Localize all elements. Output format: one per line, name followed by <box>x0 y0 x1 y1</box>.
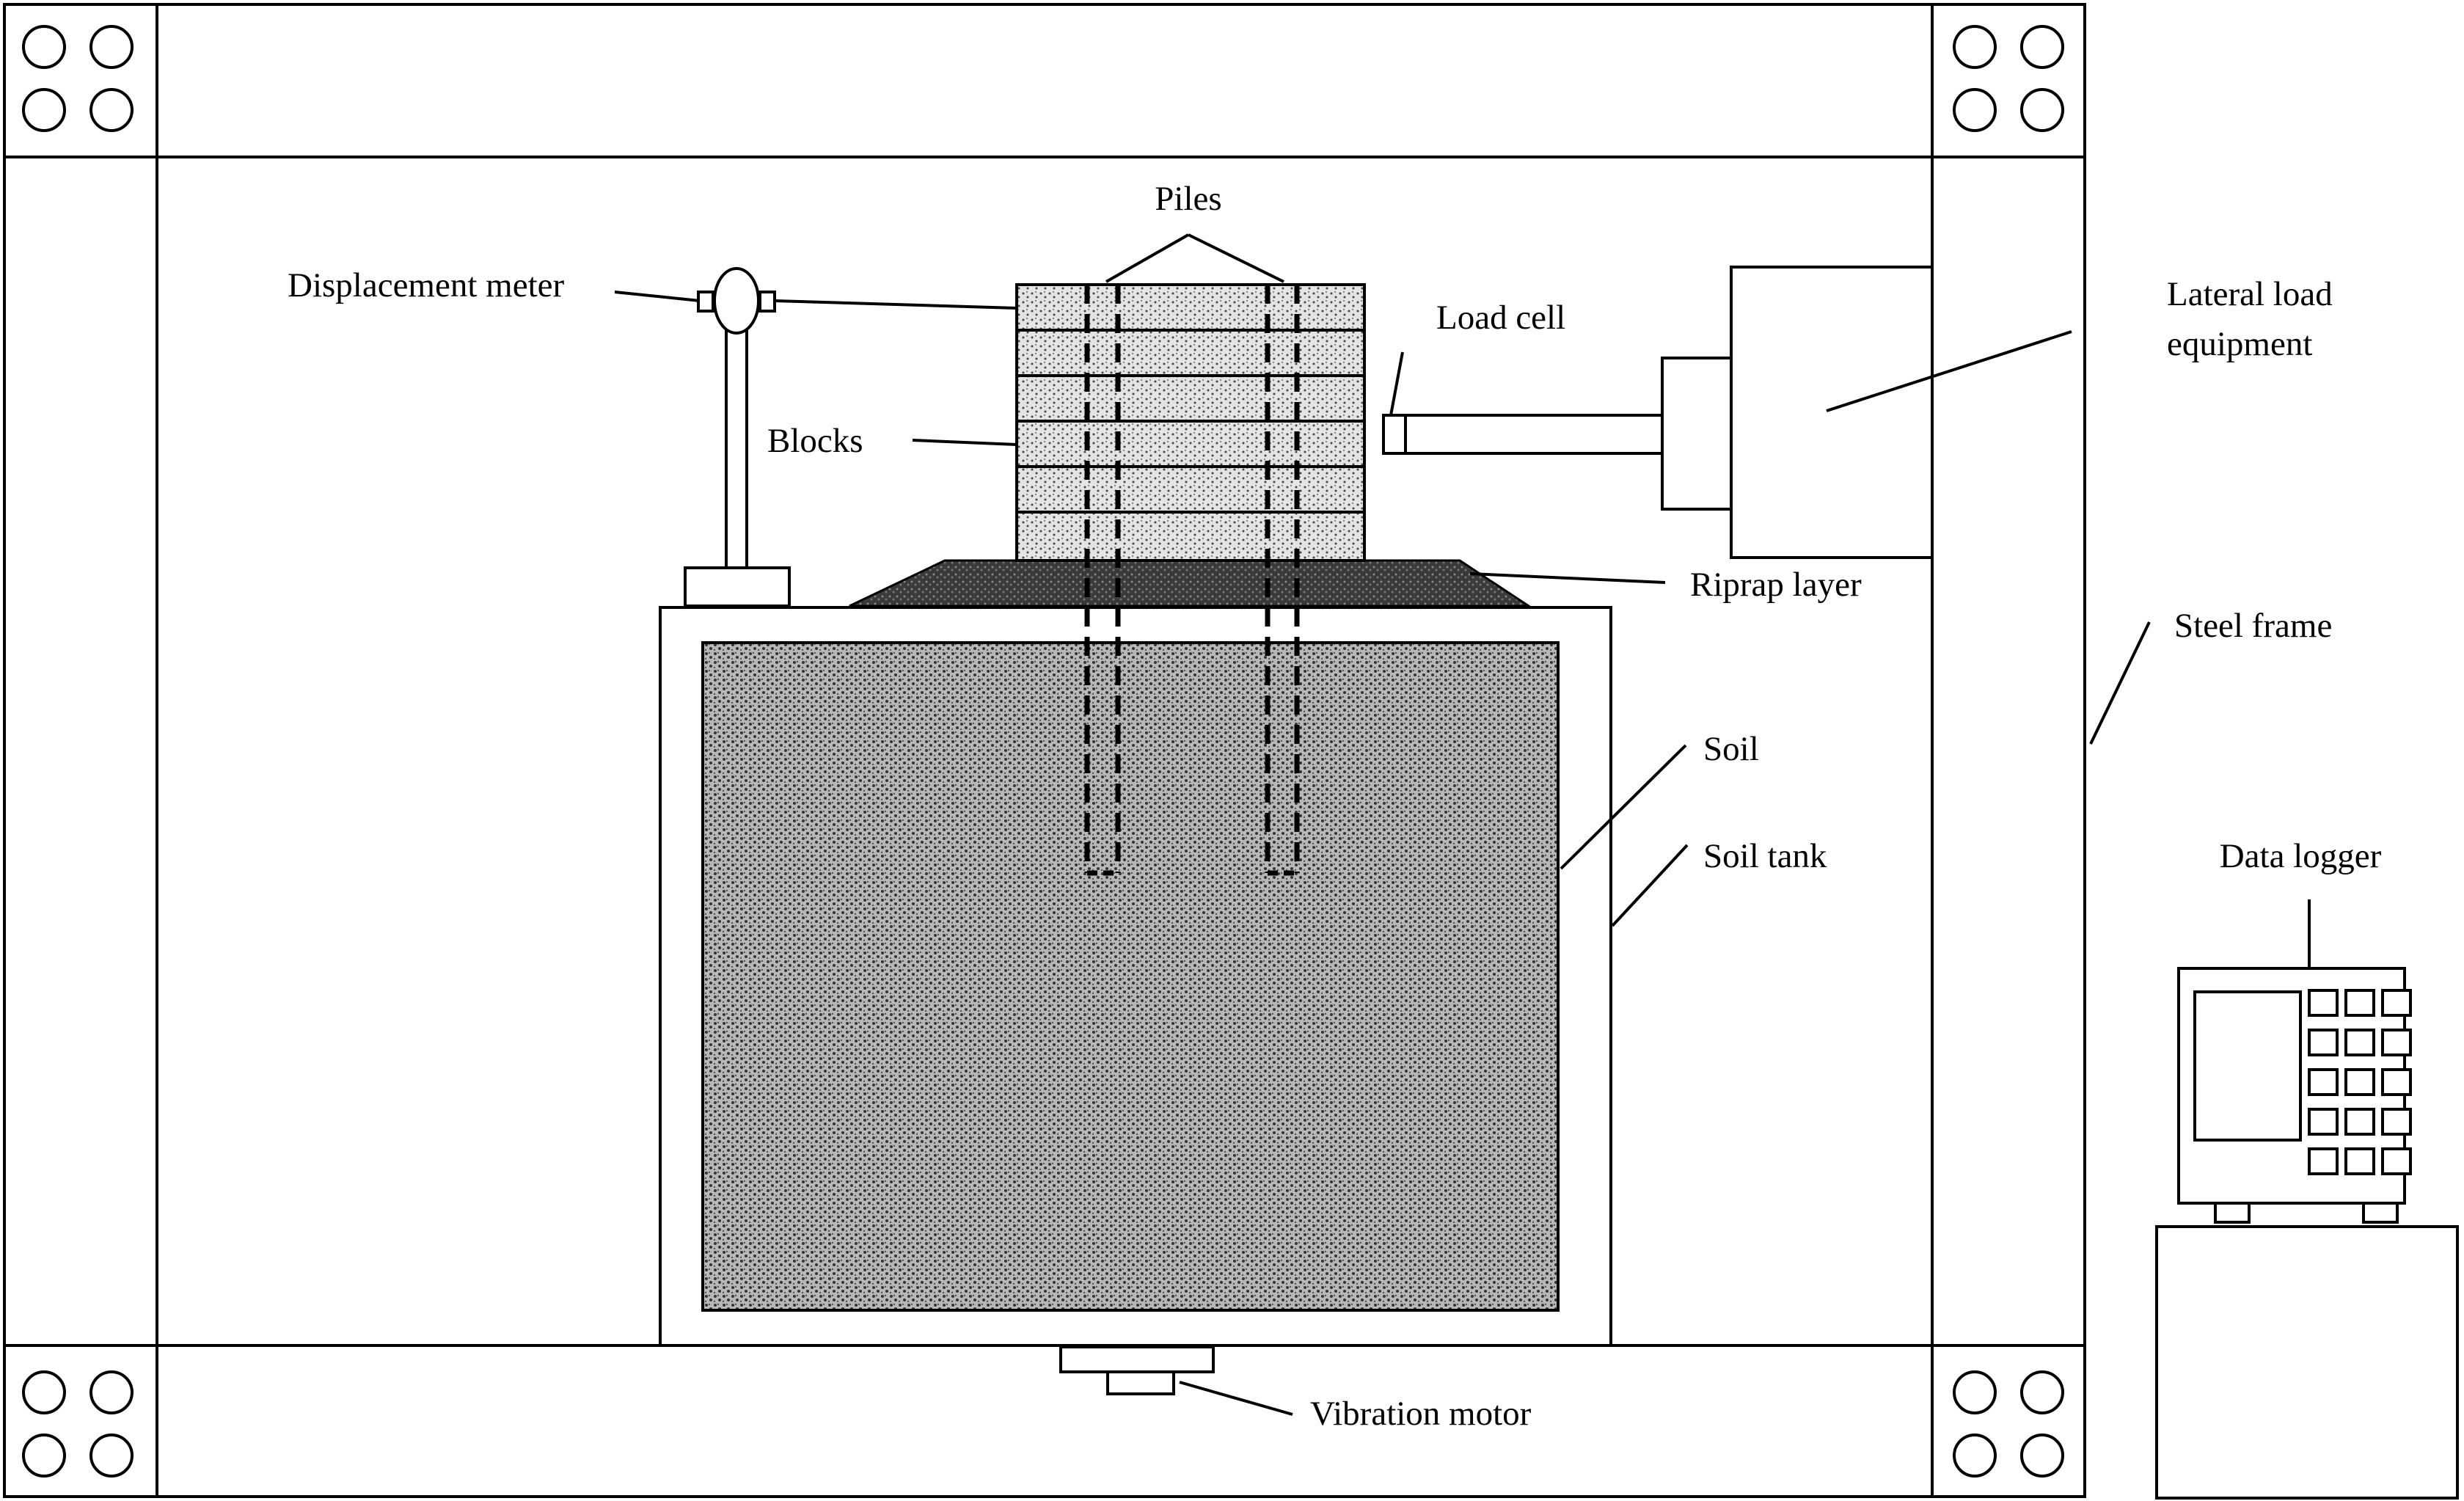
label-riprap-layer: Riprap layer <box>1690 566 1862 604</box>
load-cell <box>1382 414 1407 455</box>
data-logger <box>2155 967 2459 1500</box>
label-steel-frame: Steel frame <box>2174 607 2332 645</box>
corner-bolts-bottom-right <box>1953 1370 2064 1478</box>
label-soil-tank: Soil tank <box>1703 837 1827 875</box>
leader-lines <box>614 233 2311 1416</box>
riprap-layer <box>849 559 1532 607</box>
pile-left <box>1084 285 1121 876</box>
label-lateral-load-equipment-line2: equipment <box>2167 325 2312 363</box>
label-data-logger: Data logger <box>2220 837 2382 875</box>
label-piles: Piles <box>1155 180 1221 218</box>
corner-bolts-top-right <box>1953 25 2064 132</box>
label-lateral-load-equipment-line1: Lateral load <box>2167 275 2333 313</box>
soil <box>701 641 1560 1312</box>
corner-bolts-top-left <box>22 25 134 132</box>
corner-bolts-bottom-left <box>22 1370 134 1478</box>
pile-right <box>1265 285 1300 876</box>
label-displacement-meter: Displacement meter <box>288 266 564 304</box>
vibration-motor <box>1059 1345 1215 1395</box>
data-logger-keypad <box>2308 989 2412 1175</box>
label-load-cell: Load cell <box>1436 299 1565 337</box>
lateral-load-equipment <box>1404 266 1934 559</box>
blocks <box>1015 283 1366 562</box>
label-soil: Soil <box>1703 730 1759 768</box>
displacement-meter <box>684 267 1017 607</box>
label-blocks: Blocks <box>767 422 863 460</box>
label-vibration-motor: Vibration motor <box>1310 1395 1532 1433</box>
